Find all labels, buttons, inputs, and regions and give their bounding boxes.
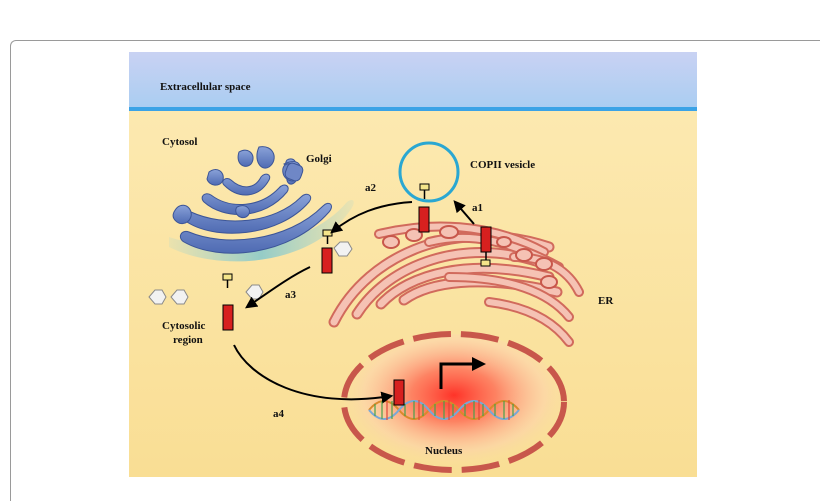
er-outer-bumps xyxy=(382,225,558,289)
golgi-label: Golgi xyxy=(306,153,332,165)
cytosolic-region-label-line2: region xyxy=(173,334,203,346)
arrow-a1 xyxy=(453,200,475,225)
figure-frame xyxy=(10,40,820,501)
golgi-apparatus xyxy=(172,146,332,254)
extracellular-space-label: Extracellular space xyxy=(160,81,251,93)
protein-in-vesicle xyxy=(418,183,430,233)
copii-vesicle-label: COPII vesicle xyxy=(470,159,536,171)
dna-helix xyxy=(368,400,520,420)
transcription-arrowhead xyxy=(472,357,486,371)
copii-vesicle xyxy=(398,141,460,203)
nucleus xyxy=(341,331,567,473)
transcription-arrow xyxy=(439,362,474,389)
golgi-vesicle-icon xyxy=(284,162,304,182)
arrow-a3 xyxy=(245,266,311,309)
extracellular-space xyxy=(129,52,697,109)
diagram-canvas: Extracellular space Cytosol Golgi COPII … xyxy=(129,52,697,477)
arrow-a2 xyxy=(330,201,413,234)
cytosol-label: Cytosol xyxy=(162,136,198,148)
er-label: ER xyxy=(598,295,614,307)
arrow-a4 xyxy=(233,344,394,404)
cell-diagram xyxy=(129,52,697,477)
protein-markers xyxy=(222,183,492,406)
plasma-membrane xyxy=(129,107,697,111)
protein-in-er xyxy=(480,226,492,267)
step-a1-label: a1 xyxy=(472,202,483,214)
protein-in-golgi xyxy=(321,229,333,274)
protein-in-nucleus xyxy=(393,379,405,406)
step-a4-label: a4 xyxy=(273,408,284,420)
endoplasmic-reticulum xyxy=(328,221,584,347)
protein-cytosolic xyxy=(222,273,234,331)
nucleus-label: Nucleus xyxy=(425,445,463,457)
pathway-arrows xyxy=(233,200,475,404)
cytosolic-region-label-line1: Cytosolic xyxy=(162,320,206,332)
cargo-molecules xyxy=(148,241,353,305)
step-a2-label: a2 xyxy=(365,182,376,194)
step-a3-label: a3 xyxy=(285,289,296,301)
